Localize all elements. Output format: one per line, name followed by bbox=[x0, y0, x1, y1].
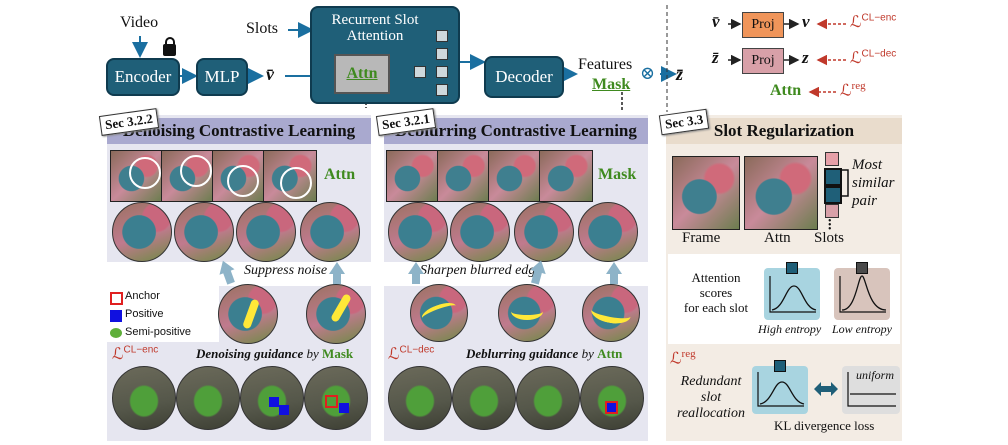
loss-cl-dec: ℒCL−dec bbox=[850, 48, 897, 67]
attn-crop-3 bbox=[236, 202, 296, 262]
loss-cl-enc: ℒCL−enc bbox=[850, 12, 897, 31]
double-arrow-icon bbox=[814, 382, 838, 396]
legend-z: z bbox=[802, 48, 809, 67]
rsa-title: Recurrent Slot Attention bbox=[331, 12, 419, 44]
legend-v-bar: v̄ bbox=[712, 12, 720, 31]
video-label: Video bbox=[120, 14, 159, 31]
kl-source-plot bbox=[752, 360, 808, 414]
attn-crop-2 bbox=[174, 202, 234, 262]
legend-box: Anchor Positive Semi-positive bbox=[107, 286, 219, 342]
uniform-label: uniform bbox=[856, 368, 895, 382]
deblur-crop-1 bbox=[388, 366, 452, 430]
panel2-mask-label: Mask bbox=[598, 166, 637, 183]
sharpen-band bbox=[384, 262, 648, 286]
features-label: Features bbox=[578, 56, 633, 73]
sharpen-label: Sharpen blurred edge bbox=[420, 263, 542, 278]
encoder-box: Encoder bbox=[106, 58, 180, 96]
mask-crop-3 bbox=[514, 202, 574, 262]
anchor-legend bbox=[110, 292, 123, 305]
guidance-crop-4 bbox=[304, 366, 368, 430]
deblur-crop-2 bbox=[452, 366, 516, 430]
guidance-crop-3 bbox=[240, 366, 304, 430]
panel1-attn-label: Attn bbox=[324, 166, 356, 183]
high-entropy-plot bbox=[764, 262, 820, 320]
deblur-crop-4 bbox=[580, 366, 644, 430]
sharpen-arrows bbox=[408, 260, 622, 285]
otimes-icon: ⊗ bbox=[640, 63, 656, 83]
attn-image-label: Attn bbox=[764, 230, 791, 246]
sharpened-crop-3 bbox=[582, 284, 640, 342]
panel2-loss: ℒCL−dec bbox=[388, 344, 435, 363]
deblurring-guidance-label: Deblurring guidance by Attn bbox=[466, 346, 623, 361]
suppress-band bbox=[107, 262, 371, 286]
legend-z-bar: z̄ bbox=[712, 48, 719, 67]
panel1-loss: ℒCL−enc bbox=[112, 344, 159, 363]
mask-crop-1 bbox=[388, 202, 448, 262]
frame-image bbox=[672, 156, 740, 230]
mask-crop-2 bbox=[450, 202, 510, 262]
attn-crop-4 bbox=[300, 202, 360, 262]
low-entropy-label: Low entropy bbox=[832, 322, 892, 336]
slots-label: Slots bbox=[246, 20, 279, 37]
positive-label: Positive bbox=[125, 308, 164, 320]
mask-frames-strip bbox=[386, 150, 593, 202]
denoising-guidance-label: Denoising guidance by Mask bbox=[196, 346, 354, 361]
v-bar-label: v̄ bbox=[266, 64, 274, 84]
guidance-crop-1 bbox=[112, 366, 176, 430]
kl-divergence-label: KL divergence loss bbox=[774, 418, 875, 433]
suppress-noise-label: Suppress noise bbox=[244, 263, 328, 278]
uniform-plot bbox=[842, 366, 900, 414]
slots-image-label: Slots bbox=[814, 230, 845, 246]
guidance-crop-2 bbox=[176, 366, 240, 430]
semi-positive-label: Semi-positive bbox=[125, 326, 192, 338]
proj-dec-box: Proj bbox=[742, 48, 784, 74]
sharpened-crop-2 bbox=[498, 284, 556, 342]
mask-crop-4 bbox=[578, 202, 638, 262]
panel3-loss: ℒreg bbox=[670, 348, 696, 368]
legend-v: v bbox=[802, 12, 810, 31]
denoised-crop-1 bbox=[218, 284, 278, 344]
decoder-box: Decoder bbox=[484, 56, 564, 98]
panel-slot-reg-title: Slot Regularization bbox=[666, 118, 902, 144]
loss-reg: ℒreg bbox=[840, 80, 866, 100]
frame-label: Frame bbox=[682, 230, 721, 246]
proj-enc-box: Proj bbox=[742, 12, 784, 38]
suppress-arrows bbox=[219, 260, 345, 285]
attn-crop-1 bbox=[112, 202, 172, 262]
legend-attn: Attn bbox=[770, 82, 802, 99]
sharpened-crop-1 bbox=[410, 284, 468, 342]
high-entropy-label: High entropy bbox=[758, 322, 822, 336]
positive-legend bbox=[110, 310, 122, 322]
z-bar-label: z̄ bbox=[676, 64, 684, 84]
panel-denoising-title: Denoising Contrastive Learning bbox=[107, 118, 371, 144]
slot-stack: ••• bbox=[824, 152, 842, 235]
lock-icon bbox=[163, 37, 176, 56]
anchor-label: Anchor bbox=[125, 290, 160, 302]
legend-arrows bbox=[728, 18, 846, 98]
slot-squares bbox=[394, 28, 454, 98]
similar-pair-bracket bbox=[840, 169, 849, 197]
deblur-crop-3 bbox=[516, 366, 580, 430]
attn-frames-strip bbox=[110, 150, 317, 202]
denoised-crop-2 bbox=[306, 284, 366, 344]
semi-positive-legend bbox=[110, 328, 122, 338]
mask-label: Mask bbox=[592, 76, 631, 93]
low-entropy-plot bbox=[834, 262, 890, 320]
attn-image bbox=[744, 156, 818, 230]
mlp-box: MLP bbox=[196, 58, 248, 96]
attn-box: Attn bbox=[334, 54, 390, 94]
